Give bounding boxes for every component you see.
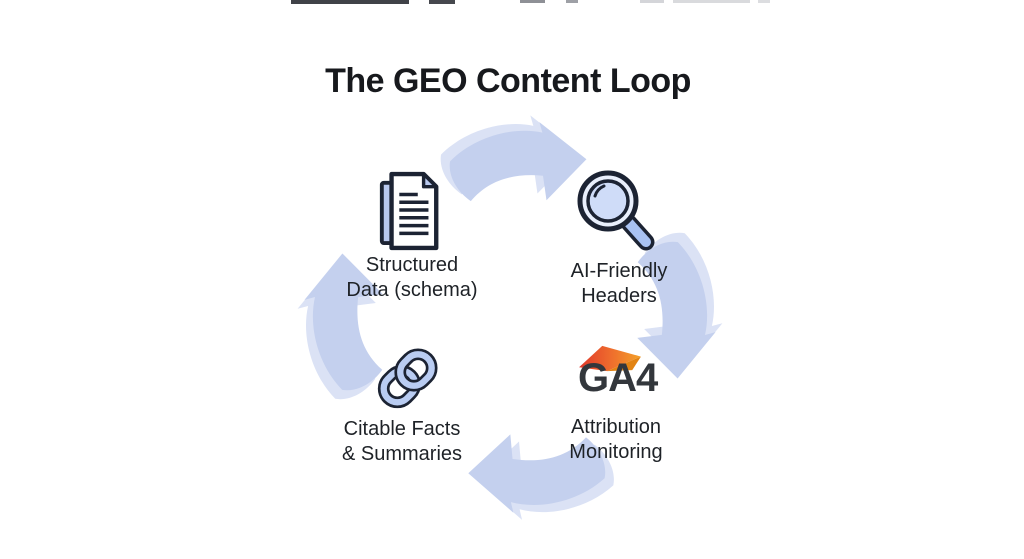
chain-link-icon <box>377 348 438 409</box>
step-label-line: Monitoring <box>569 441 663 463</box>
step-label-attribution-monitoring: Attribution Monitoring <box>496 415 736 465</box>
step-label-ai-friendly-headers: AI-Friendly Headers <box>499 259 739 309</box>
magnifying-glass-icon <box>577 170 655 251</box>
step-label-citable-facts: Citable Facts & Summaries <box>282 417 522 467</box>
step-label-line: Attribution <box>570 416 662 438</box>
step-label-structured-data: Structured Data (schema) <box>292 253 532 303</box>
step-label-line: AI-Friendly <box>570 260 668 282</box>
diagram-title: The GEO Content Loop <box>325 62 691 100</box>
ga4-logo-text: GA4 <box>578 356 658 400</box>
step-label-line: Citable Facts <box>343 418 461 440</box>
step-label-line: Headers <box>581 285 657 307</box>
ga4-logo-mark-icon <box>579 345 641 372</box>
step-label-line: & Summaries <box>341 443 463 465</box>
document-icon <box>379 171 439 251</box>
step-label-line: Data (schema) <box>346 279 478 301</box>
step-label-line: Structured <box>365 254 459 276</box>
